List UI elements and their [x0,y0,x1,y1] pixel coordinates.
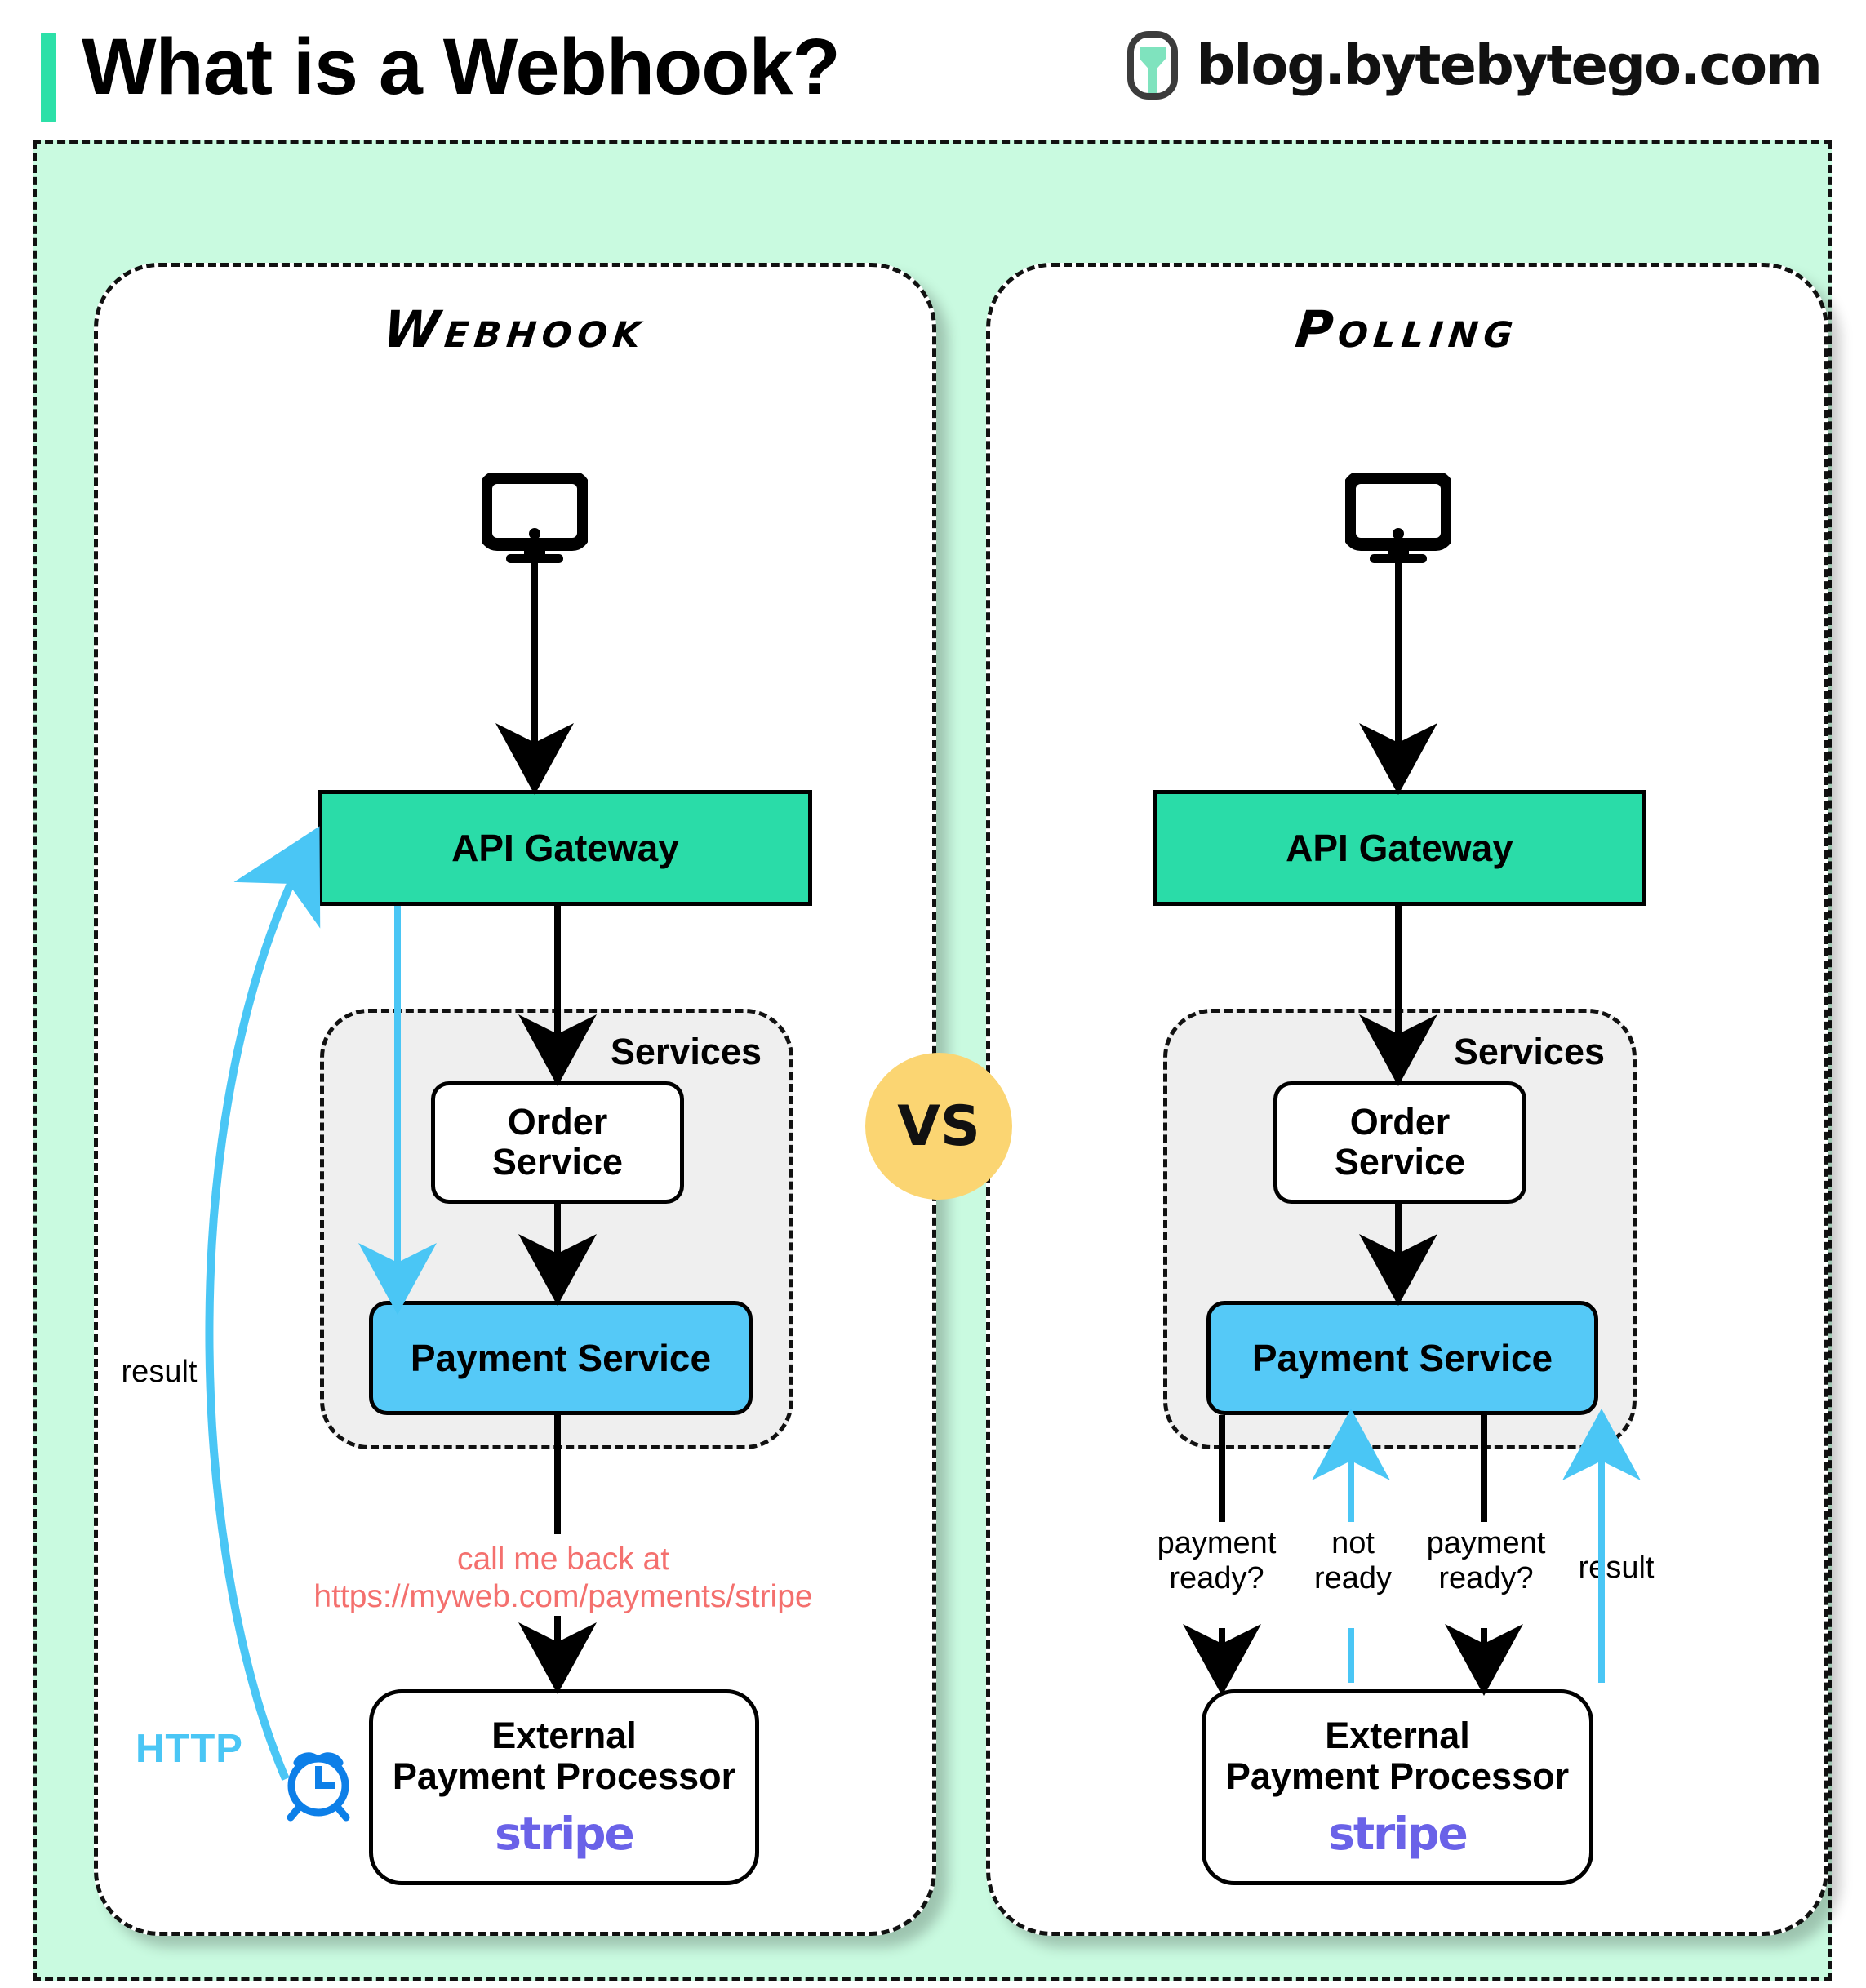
vs-badge: VS [865,1053,1012,1200]
services-group-label: Services [1453,1031,1605,1072]
processor-line2: Payment Processor [392,1755,736,1798]
poll-label-0: payment ready? [1157,1526,1277,1595]
api-gateway-label: API Gateway [1286,827,1513,869]
callback-line1: call me back at [456,1542,670,1577]
api-gateway-webhook[interactable]: API Gateway [318,790,812,906]
monitor-icon [1343,471,1454,567]
processor-line2: Payment Processor [1225,1755,1570,1798]
external-payment-processor-webhook[interactable]: External Payment Processor stripe [369,1689,759,1885]
payment-service-polling[interactable]: Payment Service [1206,1301,1598,1415]
poll-label-2: payment ready? [1426,1526,1546,1595]
external-payment-processor-polling[interactable]: External Payment Processor stripe [1202,1689,1593,1885]
panel-title-webhook: Webhook [380,300,650,359]
stripe-wordmark: stripe [1328,1807,1468,1860]
result-label-webhook: result [121,1355,198,1389]
payment-service-webhook[interactable]: Payment Service [369,1301,753,1415]
brand: blog.bytebytego.com [1127,31,1823,100]
order-service-webhook[interactable]: Order Service [431,1081,684,1204]
payment-service-label: Payment Service [1251,1337,1553,1379]
stripe-wordmark: stripe [495,1807,635,1860]
payment-service-label: Payment Service [410,1337,712,1379]
order-service-line2: Service [1334,1141,1466,1183]
http-label: HTTP [136,1727,243,1771]
monitor-icon [479,471,590,567]
order-service-line1: Order [507,1101,608,1143]
order-service-line2: Service [491,1141,624,1183]
vs-badge-label: VS [897,1094,980,1159]
poll-label-1: not ready [1313,1526,1393,1595]
api-gateway-label: API Gateway [451,827,679,869]
bytebytego-logo-icon [1127,31,1179,100]
page-title: What is a Webhook? [82,22,841,111]
api-gateway-polling[interactable]: API Gateway [1153,790,1646,906]
callback-line2: https://myweb.com/payments/stripe [313,1579,813,1615]
processor-line1: External [491,1714,637,1756]
poll-label-3: result [1578,1551,1655,1585]
callback-note: call me back at https://myweb.com/paymen… [175,1541,951,1616]
processor-line1: External [1325,1714,1470,1756]
title-accent-bar [41,33,56,122]
alarm-clock-icon [278,1738,359,1828]
brand-label: blog.bytebytego.com [1196,33,1823,97]
order-service-line1: Order [1349,1101,1451,1143]
services-group-label: Services [610,1031,762,1072]
panel-title-polling: Polling [1292,300,1522,359]
order-service-polling[interactable]: Order Service [1273,1081,1526,1204]
